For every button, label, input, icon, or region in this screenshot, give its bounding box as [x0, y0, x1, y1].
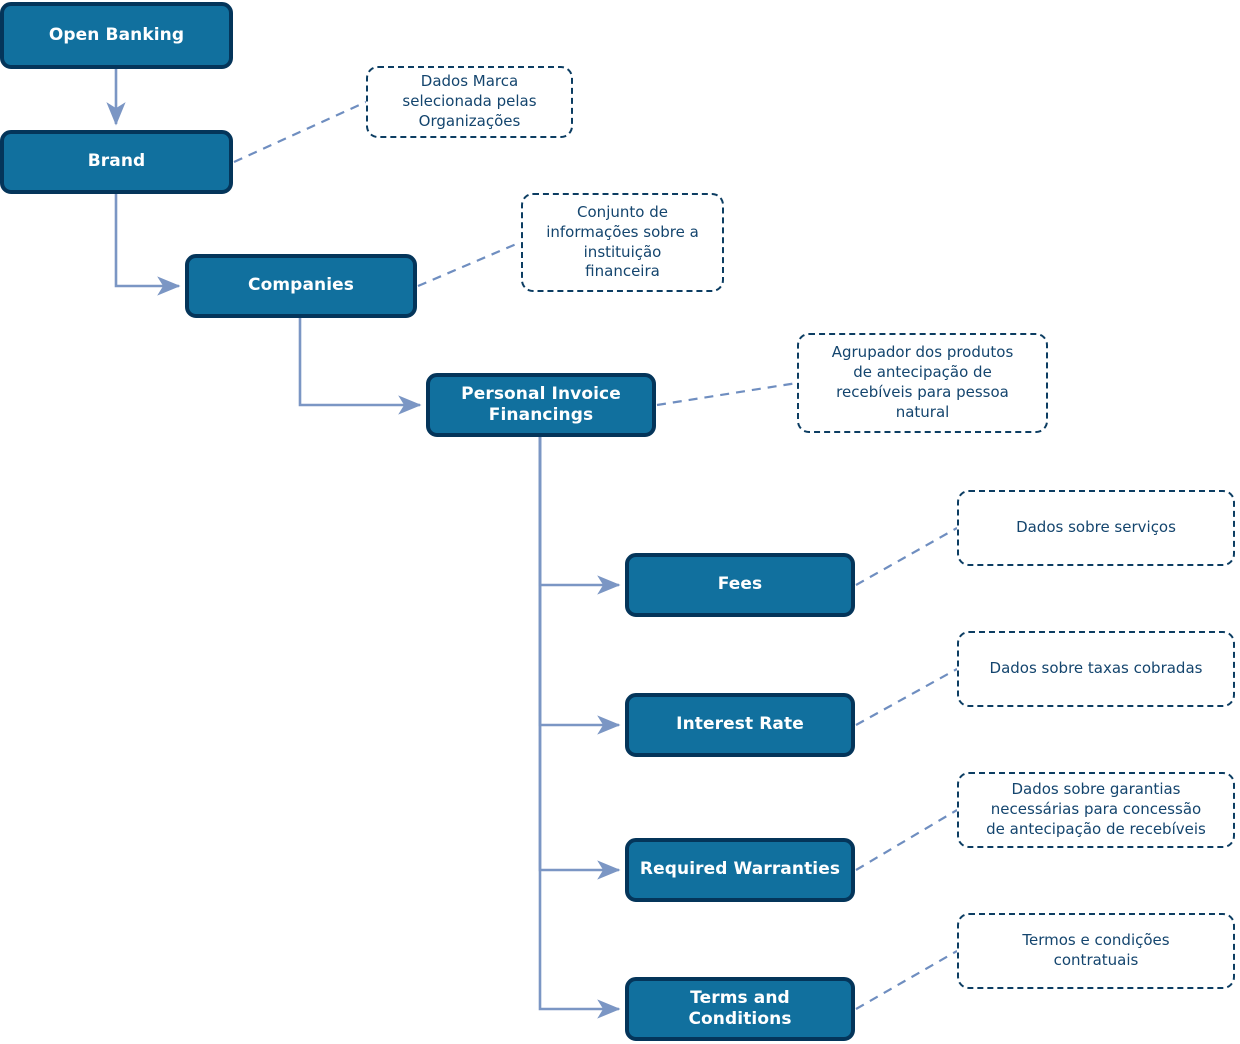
note-brand-label: Dados Marca selecionada pelas Organizaçõ…	[402, 72, 537, 130]
edge-terms-and-conditions-to-note	[855, 950, 958, 1010]
node-interest-rate[interactable]: Interest Rate	[625, 693, 855, 757]
edge-personal-invoice-financings-to-interest-rate	[538, 437, 621, 735]
note-terms-and-conditions-label: Termos e condições contratuais	[1022, 931, 1170, 969]
edge-personal-invoice-financings-to-required-warranties	[538, 437, 621, 880]
edge-brand-to-companies	[114, 194, 181, 296]
note-required-warranties: Dados sobre garantias necessárias para c…	[957, 772, 1235, 848]
node-terms-and-conditions-label: Terms and Conditions	[688, 987, 792, 1029]
node-fees-label: Fees	[717, 574, 763, 595]
node-brand[interactable]: Brand	[0, 130, 233, 194]
edge-interest-rate-to-note-interest-rate	[855, 668, 958, 726]
note-terms-and-conditions: Termos e condições contratuais	[957, 913, 1235, 989]
node-personal-invoice-financings-label: Personal Invoice Financings	[461, 383, 621, 425]
note-personal-invoice-financings-label: Agrupador dos produtos de antecipação de…	[831, 343, 1014, 421]
node-fees[interactable]: Fees	[625, 553, 855, 617]
node-required-warranties[interactable]: Required Warranties	[625, 838, 855, 902]
edge-personal-invoice-financings-to-fees	[538, 437, 621, 595]
node-personal-invoice-financings[interactable]: Personal Invoice Financings	[426, 373, 656, 437]
edge-brand-to-note-brand	[233, 100, 367, 164]
edge-companies-to-note-companies	[417, 240, 522, 288]
node-open-banking[interactable]: Open Banking	[0, 2, 233, 69]
edge-fees-to-note-fees	[855, 527, 958, 586]
node-interest-rate-label: Interest Rate	[676, 714, 804, 735]
note-personal-invoice-financings: Agrupador dos produtos de antecipação de…	[797, 333, 1048, 433]
note-companies-label: Conjunto de informações sobre a institui…	[546, 202, 699, 281]
note-fees-label: Dados sobre serviços	[1016, 518, 1176, 537]
note-companies: Conjunto de informações sobre a institui…	[521, 193, 724, 292]
edge-required-warranties-to-note	[855, 809, 958, 871]
note-interest-rate-label: Dados sobre taxas cobradas	[989, 659, 1203, 678]
edge-personal-invoice-financings-to-terms-and-conditions	[538, 437, 621, 1019]
edge-personal-invoice-financings-to-note	[656, 381, 798, 407]
node-terms-and-conditions[interactable]: Terms and Conditions	[625, 977, 855, 1041]
note-brand: Dados Marca selecionada pelas Organizaçõ…	[366, 66, 573, 138]
note-fees: Dados sobre serviços	[957, 490, 1235, 566]
edge-companies-to-personal-invoice-financings	[298, 318, 422, 415]
note-interest-rate: Dados sobre taxas cobradas	[957, 631, 1235, 707]
note-required-warranties-label: Dados sobre garantias necessárias para c…	[986, 780, 1206, 838]
node-required-warranties-label: Required Warranties	[639, 859, 841, 880]
node-companies-label: Companies	[248, 275, 354, 296]
node-brand-label: Brand	[87, 151, 146, 172]
node-open-banking-label: Open Banking	[48, 24, 185, 45]
node-companies[interactable]: Companies	[185, 254, 417, 318]
